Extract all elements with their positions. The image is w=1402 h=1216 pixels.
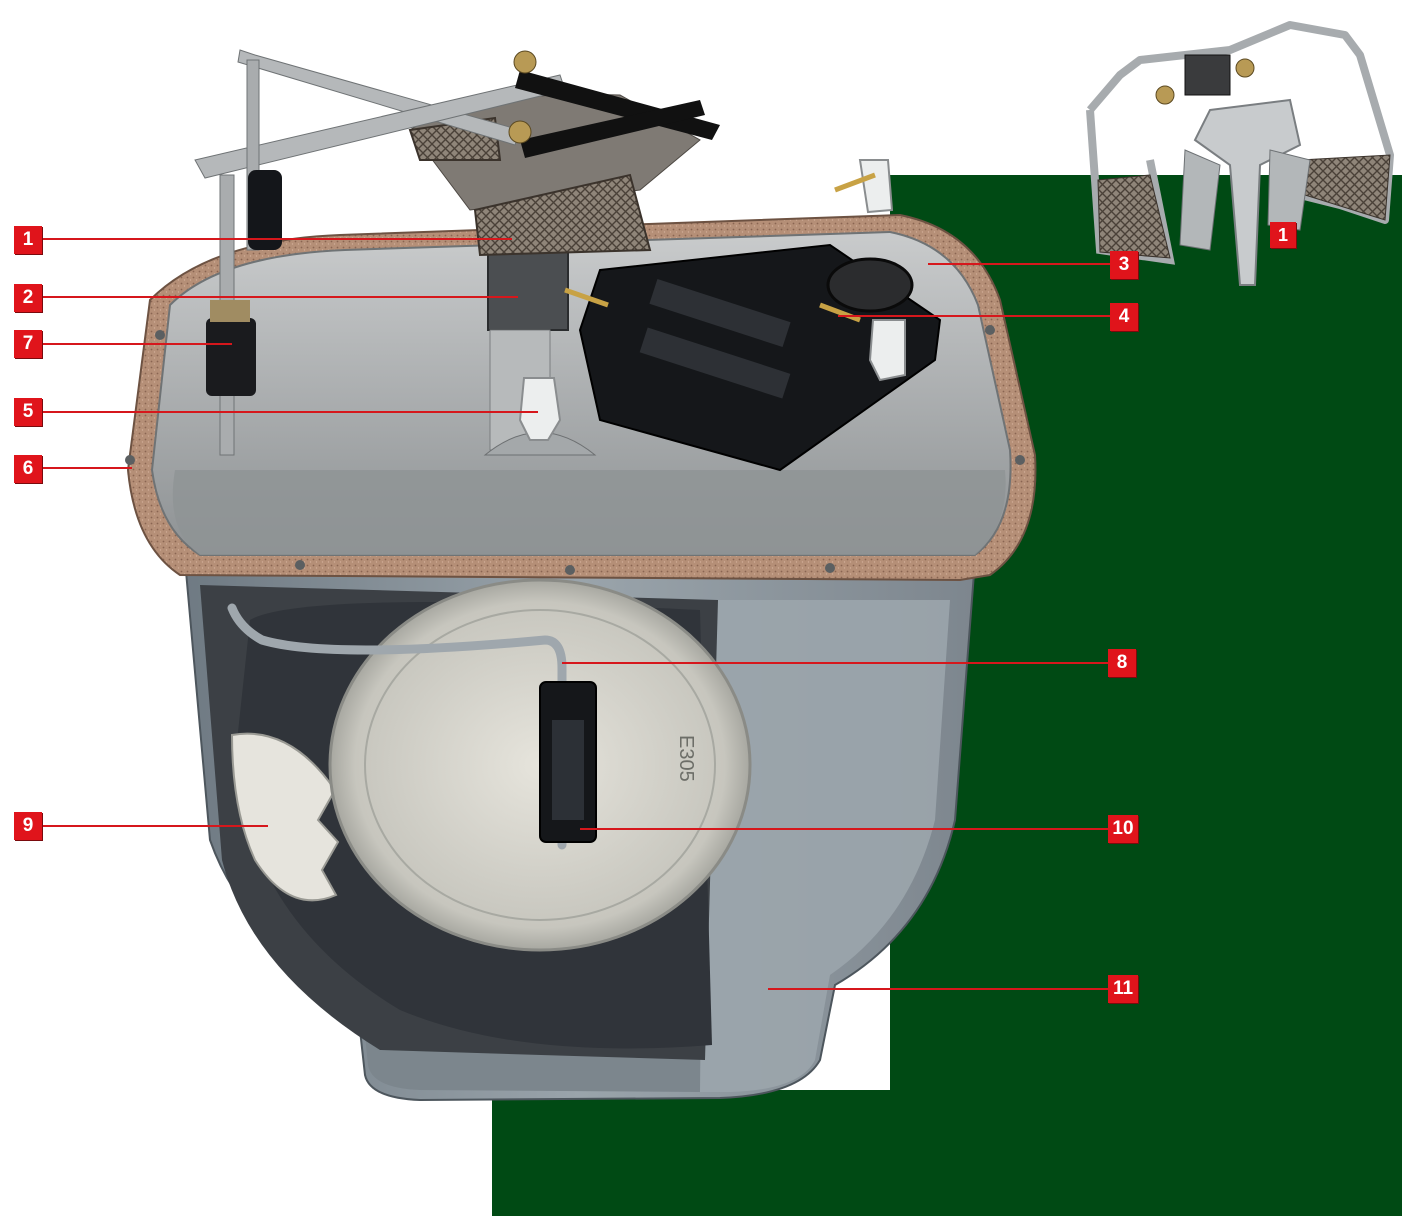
valve-cover-slot-b <box>639 327 791 399</box>
inset-center-bracket <box>1193 98 1302 286</box>
left-diaphragm-plate <box>230 732 340 902</box>
callout-5: 5 <box>14 398 42 426</box>
outlet-port <box>826 257 914 313</box>
brass-pin-a <box>564 287 609 308</box>
callout-11: 11 <box>1108 975 1138 1003</box>
callout-1: 1 <box>14 226 42 254</box>
lid-edge-shadow <box>172 470 1006 555</box>
housing-front-face <box>700 600 950 1092</box>
valve-cover-slot-a <box>649 279 791 347</box>
inset-pivot-block <box>1184 54 1231 96</box>
inset-brass-nut-b <box>1235 58 1255 78</box>
white-clip-right <box>868 319 906 382</box>
callout-1-inset: 1 <box>1270 222 1296 248</box>
slide-guide-window <box>552 720 584 820</box>
white-clip-top <box>858 159 894 214</box>
brass-pin-b <box>819 302 861 323</box>
white-clip-left <box>518 377 562 441</box>
callout-8: 8 <box>1108 649 1136 677</box>
disc-inner-ring <box>364 609 716 921</box>
inset-friction-pad-left <box>1097 174 1171 259</box>
black-sleeve <box>248 170 282 250</box>
callout-6: 6 <box>14 455 42 483</box>
callout-9: 9 <box>14 812 42 840</box>
callout-3: 3 <box>1110 251 1138 279</box>
callout-2: 2 <box>14 284 42 312</box>
lid-bolts <box>125 325 1025 575</box>
brass-pin-c <box>834 172 876 193</box>
callout-10: 10 <box>1108 815 1138 843</box>
knurled-fitting-top <box>210 300 250 322</box>
crank-arm-b <box>520 100 705 158</box>
knurled-fitting <box>206 318 256 396</box>
inset-brass-nut <box>1155 85 1175 105</box>
valve-block <box>487 249 569 331</box>
callout-leader-lines <box>42 238 1110 990</box>
pivot-nut-b <box>508 120 532 144</box>
casting-mark: E305 <box>675 735 697 782</box>
gas-tube <box>227 603 567 850</box>
pivot-nut-a <box>513 50 537 74</box>
callout-4: 4 <box>1110 303 1138 331</box>
callout-7: 7 <box>14 330 42 358</box>
